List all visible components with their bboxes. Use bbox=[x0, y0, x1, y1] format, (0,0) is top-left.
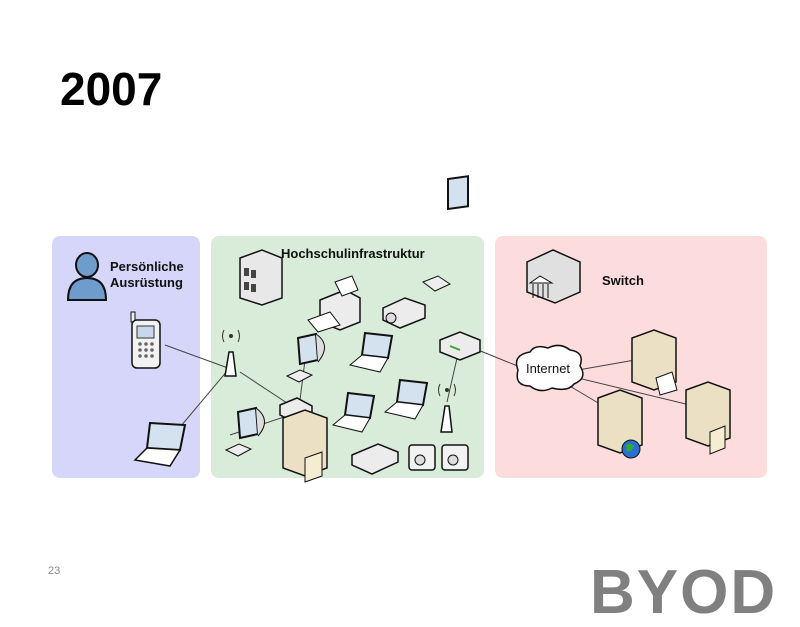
laptop-icon bbox=[348, 331, 394, 373]
router-icon bbox=[439, 331, 481, 361]
brand-text: BYOD bbox=[590, 558, 778, 627]
crt-monitor-icon bbox=[285, 332, 325, 383]
building-icon bbox=[239, 249, 283, 306]
wireless-access-point-icon bbox=[222, 329, 240, 377]
zone-personal-label-line1: Persönliche bbox=[110, 259, 184, 274]
crt-monitor-icon bbox=[224, 406, 265, 457]
cloud-icon bbox=[515, 344, 584, 392]
camera-icon bbox=[408, 444, 436, 471]
projector-icon bbox=[382, 297, 426, 329]
network-diagram: Internet bbox=[66, 175, 731, 483]
scanner-icon bbox=[351, 443, 399, 475]
desktop-monitor-icon bbox=[421, 175, 469, 292]
zone-personal-label-line2: Ausrüstung bbox=[110, 275, 183, 290]
camera-icon bbox=[441, 444, 469, 471]
laptop-icon bbox=[331, 391, 376, 433]
printer-icon bbox=[307, 275, 361, 333]
cloud-label: Internet bbox=[526, 361, 570, 376]
user-icon bbox=[66, 252, 108, 301]
wireless-access-point-icon bbox=[438, 383, 456, 433]
mail-server-icon bbox=[631, 329, 678, 396]
zone-campus-label: Hochschulinfrastruktur bbox=[281, 246, 425, 261]
mobile-phone-icon bbox=[130, 311, 161, 369]
zone-personal-label: Persönliche Ausrüstung bbox=[110, 259, 184, 291]
web-server-icon bbox=[597, 389, 643, 459]
institution-building-icon bbox=[526, 249, 581, 304]
zone-internet-label: Switch bbox=[602, 273, 644, 288]
laptop-icon bbox=[133, 421, 187, 467]
laptop-icon bbox=[383, 378, 429, 420]
slide-number: 23 bbox=[48, 565, 61, 577]
file-server-icon bbox=[282, 409, 328, 483]
slide-title: 2007 bbox=[60, 63, 163, 115]
file-server-icon bbox=[685, 381, 731, 455]
